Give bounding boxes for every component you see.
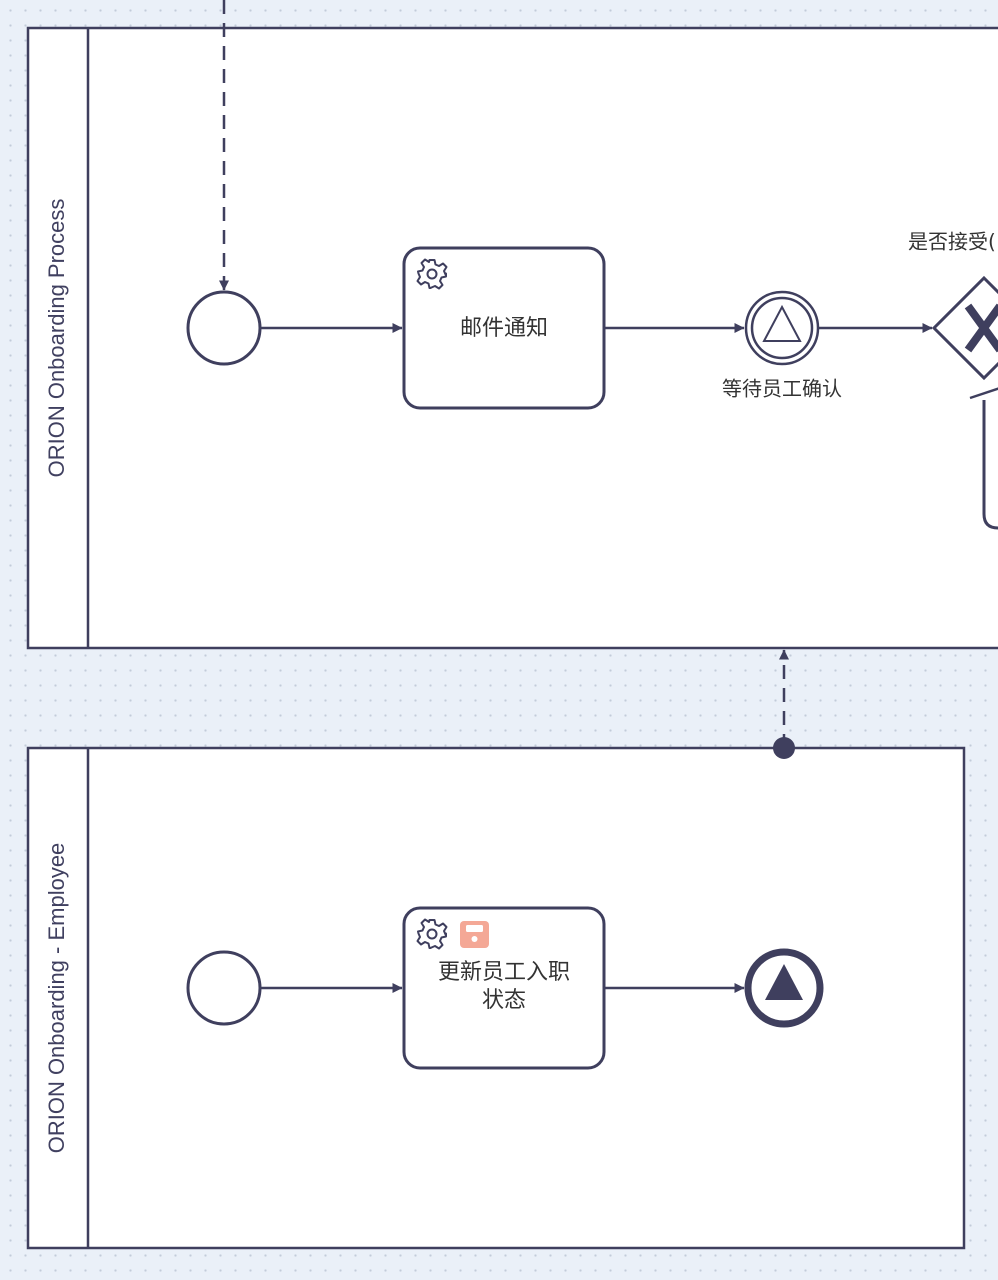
task-email-notify-label: 邮件通知 — [460, 316, 548, 341]
start-event-process[interactable] — [186, 290, 262, 366]
gateway-accept-label: 是否接受( — [908, 230, 996, 254]
gear-icon — [416, 918, 448, 950]
event-wait-confirm-label: 等待员工确认 — [722, 377, 842, 401]
start-event-employee[interactable] — [186, 950, 262, 1026]
sequence-flow-gateway-branch[interactable] — [969, 387, 998, 400]
message-flow-source-dot — [773, 737, 795, 759]
partial-task-edge — [982, 400, 998, 530]
pool-employee-label: ORION Onboarding - Employee — [44, 843, 69, 1154]
task-update-status[interactable]: 更新员工入职 状态 — [402, 906, 606, 1070]
gear-icon — [416, 258, 448, 290]
signal-triangle-filled-icon — [765, 964, 803, 1000]
gateway-accept[interactable] — [931, 275, 998, 381]
pool-process-label: ORION Onboarding Process — [44, 199, 69, 478]
intermediate-event-wait-confirm[interactable] — [744, 290, 820, 366]
end-event-signal[interactable] — [744, 948, 824, 1028]
x-exclusive-icon — [964, 303, 998, 353]
task-update-status-label-line1: 更新员工入职 — [438, 960, 570, 985]
save-icon — [460, 921, 489, 948]
signal-triangle-icon — [762, 304, 802, 342]
task-email-notify[interactable]: 邮件通知 — [402, 246, 606, 410]
task-update-status-label-line2: 状态 — [482, 988, 526, 1013]
